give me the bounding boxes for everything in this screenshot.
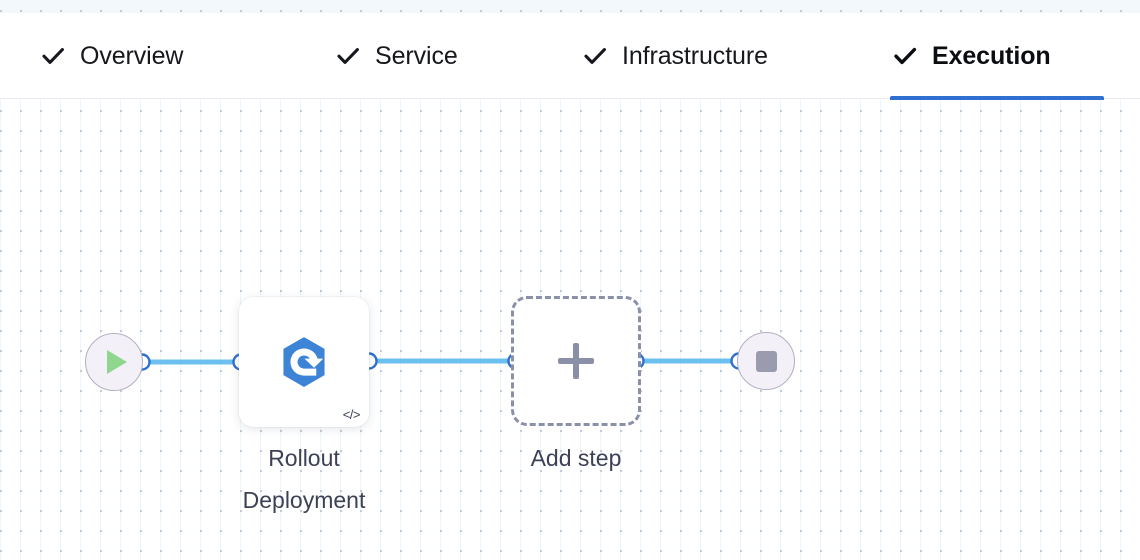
code-icon[interactable]: </> — [342, 407, 361, 422]
tab-execution-active-underline — [890, 96, 1104, 100]
check-icon — [892, 43, 918, 69]
tab-overview[interactable]: Overview — [38, 13, 185, 99]
start-node[interactable] — [85, 333, 143, 391]
tab-infrastructure-label: Infrastructure — [622, 41, 768, 70]
tab-overview-label: Overview — [80, 41, 184, 70]
end-node[interactable] — [737, 332, 795, 390]
check-icon — [335, 43, 361, 69]
canvas-top-strip — [0, 0, 1140, 13]
check-icon — [582, 43, 608, 69]
add-step-button[interactable] — [511, 296, 641, 426]
tab-execution[interactable]: Execution — [890, 13, 1104, 100]
add-step-label: Add step — [530, 445, 622, 471]
pipeline-graph-canvas[interactable]: </> Rollout Deployment Add step — [0, 99, 1140, 560]
tab-infrastructure[interactable]: Infrastructure — [580, 13, 770, 99]
step-label-line-1: Rollout — [268, 445, 340, 471]
plus-icon — [558, 343, 594, 379]
tab-service[interactable]: Service — [333, 13, 460, 99]
pipeline-stage-tabbar: Overview Service Infrastructure — [0, 13, 1140, 100]
tab-service-label: Service — [375, 41, 458, 70]
play-icon — [107, 350, 127, 374]
step-label-line-2: Deployment — [242, 487, 366, 513]
tab-execution-label: Execution — [932, 41, 1051, 70]
rollout-deployment-icon — [276, 334, 332, 390]
check-icon — [40, 43, 66, 69]
stop-icon — [755, 350, 777, 372]
step-node-rollout-deployment[interactable]: </> — [239, 297, 369, 427]
step-node-rollout-deployment-label: Rollout Deployment — [199, 437, 409, 521]
